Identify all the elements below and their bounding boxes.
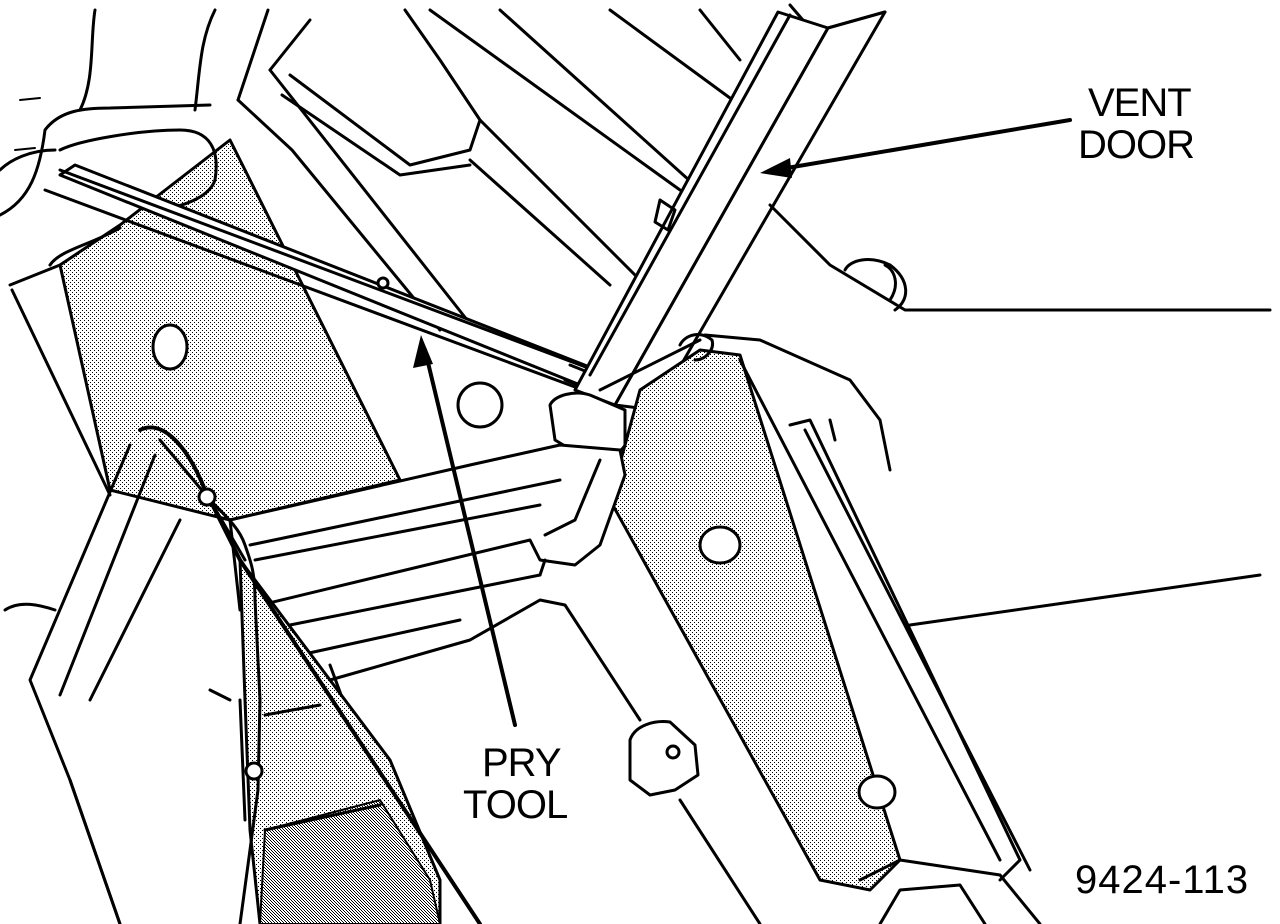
lower-left-frame (3, 425, 482, 924)
vent-door-label-line1: VENT (1088, 81, 1191, 125)
pry-tool-arrowhead (413, 335, 433, 368)
pivot-hole (456, 381, 504, 429)
pry-tool-leader (413, 335, 517, 727)
vent-door (573, 10, 887, 412)
vent-door-leader (760, 118, 1072, 178)
figure-number: 9424-113 (1075, 858, 1249, 902)
door-pivot (456, 333, 715, 459)
left-panel-hole (151, 323, 189, 371)
frame-rivet-upper (197, 487, 217, 507)
right-stippled-channel (608, 348, 1042, 924)
pry-tool-label-line2: TOOL (463, 783, 567, 827)
frame-rivet-lower (244, 761, 264, 781)
right-channel-hole-lower (857, 774, 897, 810)
right-flange (703, 203, 1272, 627)
left-stippled-panel (8, 138, 402, 522)
pry-tool-label-line1: PRY (482, 741, 561, 785)
left-curved-component (0, 8, 218, 217)
center-crossbar (228, 443, 627, 657)
lower-fastener-hole (665, 744, 681, 760)
vent-door-label-line2: DOOR (1078, 123, 1194, 167)
vent-door-arrowhead (760, 158, 792, 178)
pry-tool-rivet (376, 276, 390, 290)
right-channel-hole-upper (698, 525, 742, 565)
